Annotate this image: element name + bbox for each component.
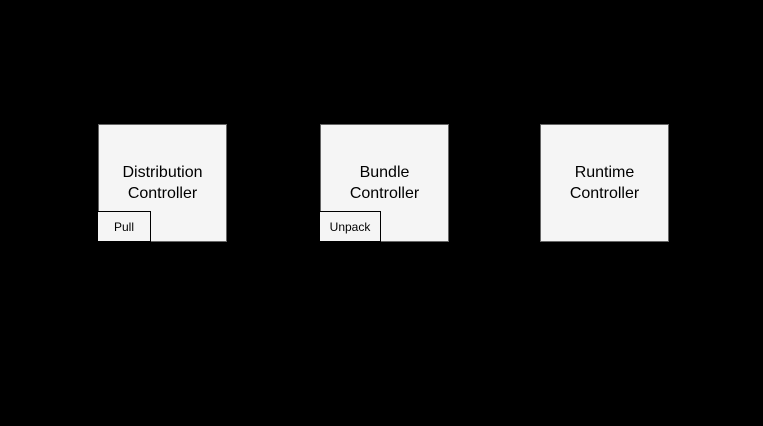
label-line: Controller	[569, 185, 640, 202]
label-line: Bundle	[359, 164, 410, 181]
label-line: Distribution	[122, 164, 203, 181]
label-line: Controller	[349, 185, 420, 202]
node-label: Distribution Controller	[122, 162, 202, 204]
node-runtime-controller: Runtime Controller	[540, 124, 669, 242]
label-line: Runtime	[574, 164, 635, 181]
node-label: Runtime Controller	[570, 162, 639, 204]
badge-pull: Pull	[97, 211, 151, 242]
node-label: Bundle Controller	[350, 162, 419, 204]
label-line: Controller	[127, 185, 198, 202]
badge-unpack: Unpack	[319, 211, 381, 242]
